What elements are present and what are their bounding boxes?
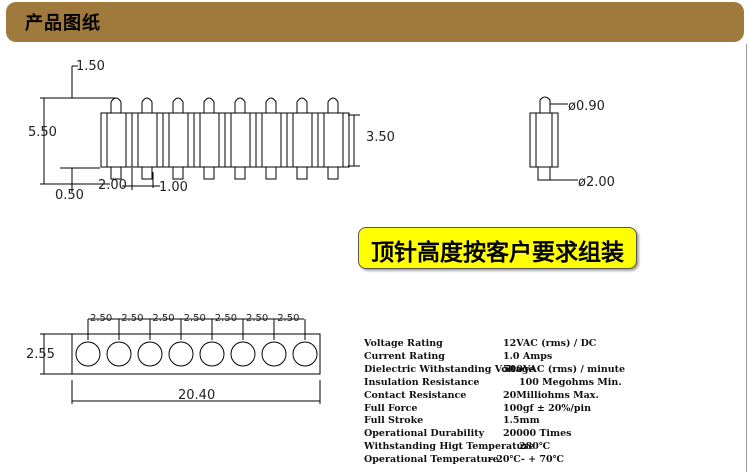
bottom-pin-hole (292, 341, 318, 367)
front-pin-tip (234, 97, 246, 113)
spec-label: Current Rating (364, 350, 445, 362)
front-pin-tip (141, 97, 153, 113)
page-title: 产品图纸 (25, 13, 101, 34)
label-2-00: 2.00 (98, 178, 127, 193)
spec-label: Full Stroke (364, 415, 424, 427)
front-pin-body (100, 112, 133, 168)
pitch-label: 2.50 (152, 313, 174, 324)
spec-label: Insulation Resistance (364, 376, 480, 388)
spec-value: 500VAC (rms) / minute (503, 363, 626, 375)
spec-value: 20Milliohms Max. (503, 389, 599, 401)
front-pin-body (317, 112, 350, 168)
bottom-pin-hole (75, 341, 101, 367)
front-pin-body (255, 112, 288, 168)
front-pin-tail (265, 166, 277, 180)
spec-label: Operational Durability (364, 428, 485, 440)
front-pins (100, 97, 350, 180)
bottom-view (40, 318, 321, 404)
front-pin-tail (327, 166, 339, 180)
side-view (529, 96, 578, 181)
bottom-body (71, 333, 321, 375)
bottom-pin-hole (230, 341, 256, 367)
spec-label: Full Force (364, 402, 418, 414)
bottom-circles (75, 319, 318, 367)
label-20-40: 20.40 (178, 388, 215, 403)
front-pin-tail (110, 166, 122, 180)
spec-label: Contact Resistance (364, 389, 467, 401)
pitch-label: 2.50 (184, 313, 206, 324)
front-pin-tip (172, 97, 184, 113)
front-pin-tail (296, 166, 308, 180)
front-pin-body (286, 112, 319, 168)
side-pin-tail (537, 166, 551, 181)
label-dia-090: ø0.90 (568, 99, 605, 114)
front-pin-tail (234, 166, 246, 180)
label-3-50: 3.50 (366, 130, 395, 145)
assembly-note-text: 顶针高度按客户要求组装 (371, 240, 624, 266)
front-pin-body (131, 112, 164, 168)
front-view (40, 65, 360, 192)
spec-value: 280℃ (519, 441, 551, 453)
spec-value: 100gf ± 20%/pin (503, 402, 592, 414)
front-pin-tip (110, 97, 122, 113)
spec-label: Operational Temperature (364, 454, 499, 466)
front-pin-tip (296, 97, 308, 113)
label-1-50: 1.50 (76, 59, 105, 74)
spec-value: 12VAC (rms) / DC (503, 338, 597, 349)
label-2-55: 2.55 (26, 347, 55, 362)
front-pin-tail (203, 166, 215, 180)
bottom-pin-hole (106, 341, 132, 367)
label-1-00: 1.00 (159, 180, 188, 195)
pitch-label: 2.50 (246, 313, 268, 324)
right-border-line (746, 44, 747, 472)
label-dia-200: ø2.00 (578, 175, 615, 190)
front-pin-tip (327, 97, 339, 113)
bottom-pin-hole (199, 341, 225, 367)
pitch-labels: 2.50 2.50 2.50 2.50 2.50 2.50 2.50 (90, 313, 299, 324)
front-pin-body (224, 112, 257, 168)
assembly-note-banner: 顶针高度按客户要求组装 (358, 227, 637, 269)
side-pin-tip (539, 96, 551, 113)
spec-value: 100 Megohms Min. (519, 376, 622, 388)
front-pin-body (162, 112, 195, 168)
spec-value: 1.5mm (503, 415, 540, 427)
spec-label: Voltage Rating (364, 338, 443, 349)
pitch-label: 2.50 (121, 313, 143, 324)
front-pin-tail (141, 166, 153, 180)
bottom-pin-hole (137, 341, 163, 367)
spec-value: 20000 Times (503, 428, 572, 440)
front-pin-body (193, 112, 226, 168)
side-body (529, 112, 559, 168)
spec-label: Dielectric Withstanding Voltage (364, 363, 535, 375)
spec-value: 1.0 Amps (503, 350, 553, 362)
front-pin-tip (203, 97, 215, 113)
header-bar: 产品图纸 (6, 2, 744, 42)
label-5-50: 5.50 (28, 125, 57, 140)
front-pin-tip (265, 97, 277, 113)
bottom-pin-hole (261, 341, 287, 367)
pitch-label: 2.50 (277, 313, 299, 324)
pitch-label: 2.50 (90, 313, 112, 324)
front-pin-tail (172, 166, 184, 180)
spec-label: Withstanding Higt Temperature (364, 441, 535, 453)
bottom-pin-hole (168, 341, 194, 367)
spec-value: - 20℃- + 70℃ (489, 454, 564, 466)
label-0-50: 0.50 (55, 188, 84, 203)
pitch-label: 2.50 (215, 313, 237, 324)
